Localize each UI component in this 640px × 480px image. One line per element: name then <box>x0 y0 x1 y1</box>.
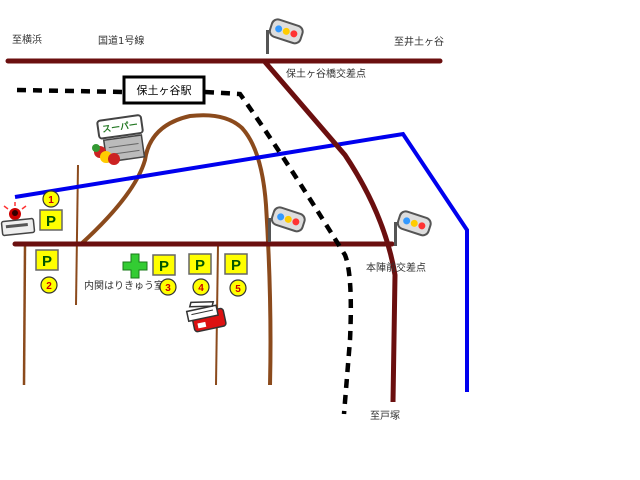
label-to-totsuka: 至戸塚 <box>370 410 400 422</box>
shop-icon <box>185 300 227 333</box>
parking-1-number-badge: 1 <box>42 190 60 208</box>
parking-5-number-badge: 5 <box>229 279 247 297</box>
medical-cross-icon <box>122 253 148 279</box>
parking-2-number-badge: 2 <box>40 276 58 294</box>
main-road-diagonal <box>263 60 398 403</box>
side-road-far-left <box>22 244 27 386</box>
parking-3-number: 3 <box>165 283 171 294</box>
parking-5-number: 5 <box>235 284 241 295</box>
station-box <box>122 75 206 105</box>
station-label: 保土ヶ谷駅 <box>137 83 192 97</box>
side-road-curve <box>78 113 273 386</box>
label-route1: 国道1号線 <box>98 34 144 47</box>
parking-4: P <box>188 253 212 275</box>
railway-line <box>16 87 354 415</box>
parking-2: P <box>35 249 59 271</box>
parking-3-number-badge: 3 <box>159 278 177 296</box>
label-to-idogaya: 至井土ヶ谷 <box>394 35 444 48</box>
supermarket-icon: スーパー <box>92 114 146 165</box>
parking-1: P <box>39 209 63 231</box>
traffic-light-icon <box>268 206 306 242</box>
parking-4-number: 4 <box>198 283 204 294</box>
label-honjinmae: 本陣前交差点 <box>366 261 426 274</box>
label-hodogaya-bashi: 保土ヶ谷橋交差点 <box>286 67 366 80</box>
parking-3-mark: P <box>159 258 169 275</box>
parking-5: P <box>224 253 248 275</box>
parking-4-number-badge: 4 <box>192 278 210 296</box>
parking-2-number: 2 <box>46 281 52 292</box>
parking-2-mark: P <box>42 253 52 270</box>
river <box>14 131 469 392</box>
label-clinic: 内関はりきゅう室 <box>84 279 164 292</box>
parking-4-mark: P <box>195 257 205 274</box>
parking-1-mark: P <box>46 213 56 230</box>
parking-3: P <box>152 254 176 276</box>
label-to-yokohama: 至横浜 <box>12 33 42 46</box>
parking-1-number: 1 <box>48 195 54 206</box>
police-car-icon <box>0 202 36 237</box>
traffic-light-icon <box>394 210 432 246</box>
traffic-light-icon <box>266 18 304 54</box>
parking-5-mark: P <box>231 257 241 274</box>
